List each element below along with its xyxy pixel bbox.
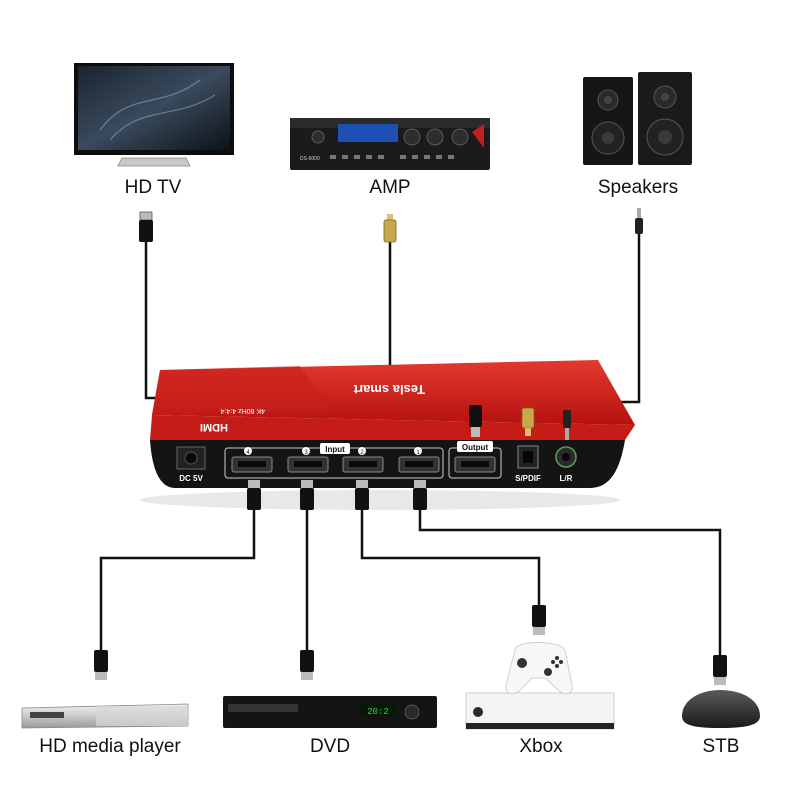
spdif-label: S/PDIF — [515, 474, 541, 483]
xbox-device — [466, 643, 614, 730]
dvd-display-text: 20:2 — [367, 707, 389, 717]
speakers-label: Speakers — [598, 177, 678, 198]
cable-stb — [420, 508, 720, 655]
switch-product-text: Tesla smart — [353, 382, 425, 397]
hdtv-device — [74, 63, 234, 166]
amp-label: AMP — [369, 177, 410, 198]
output-port — [455, 457, 495, 472]
cable-xbox — [362, 508, 539, 605]
switch-brand-text: HDMI — [200, 421, 228, 433]
hdmi-switch: HDMI 4K 60Hz 4:4:4 Tesla smart DC 5V Inp… — [140, 360, 635, 510]
xbox-label: Xbox — [519, 736, 563, 757]
output-label: Output — [462, 443, 489, 452]
switch-spec-text: 4K 60Hz 4:4:4 — [221, 407, 265, 414]
lr-port — [556, 447, 576, 467]
media-player-device — [22, 704, 188, 728]
hdtv-label: HD TV — [125, 177, 182, 198]
input-label: Input — [325, 445, 345, 454]
lr-label: L/R — [560, 474, 573, 483]
hdmi-plug-hdtv — [139, 212, 153, 242]
amp-model-text: DS-6000 — [300, 156, 320, 162]
audio-plug-speakers — [635, 208, 643, 234]
stb-device — [682, 690, 760, 728]
device-plugs — [94, 605, 727, 685]
cable-media-player — [101, 508, 254, 650]
optical-plug-amp — [384, 214, 396, 242]
media-player-label: HD media player — [39, 736, 181, 757]
dvd-label: DVD — [310, 736, 350, 757]
dvd-device: 20:2 — [223, 696, 437, 728]
speakers-device — [583, 72, 692, 165]
dc-label: DC 5V — [179, 474, 203, 483]
spdif-port — [518, 446, 538, 468]
amp-device: DS-6000 — [290, 118, 490, 170]
stb-label: STB — [703, 736, 740, 757]
